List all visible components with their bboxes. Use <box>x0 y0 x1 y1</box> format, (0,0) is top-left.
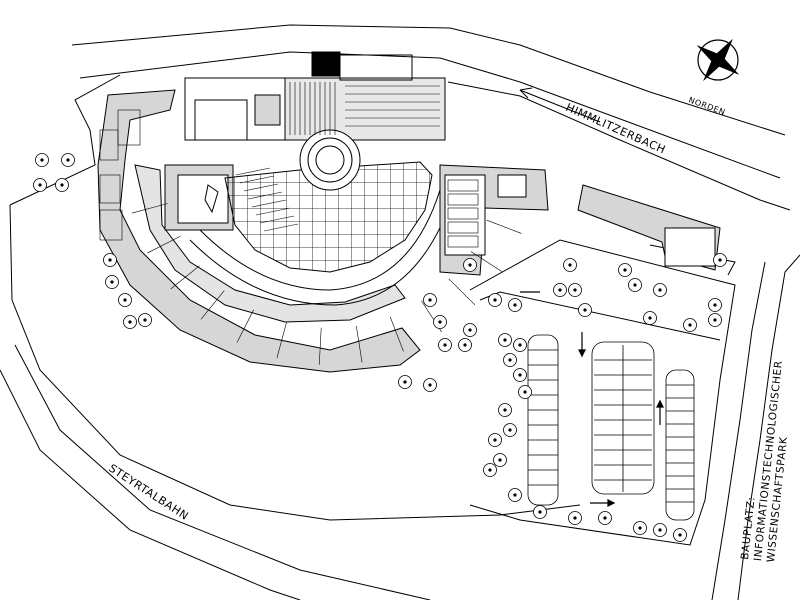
tree-icon <box>628 278 642 292</box>
tree-icon <box>553 283 567 297</box>
tree-icon <box>423 293 437 307</box>
railway-label: STEYRTALBAHN <box>106 462 191 523</box>
railway-inner-edge <box>14 344 431 600</box>
arrow-icon <box>519 87 601 123</box>
site-label: BAUPLATZ: INFORMATIONSTECHNOLOGISCHER WI… <box>739 360 790 563</box>
tree-icon <box>33 178 47 192</box>
tree-icon <box>118 293 132 307</box>
building-details <box>99 82 522 365</box>
tree-icon <box>633 521 647 535</box>
west-slope <box>9 204 581 521</box>
tree-icon <box>618 263 632 277</box>
tree-icon <box>483 463 497 477</box>
tree-icon <box>513 338 527 352</box>
tree-icon <box>463 258 477 272</box>
tree-icon <box>488 293 502 307</box>
tree-icon <box>123 315 137 329</box>
tree-icon <box>673 528 687 542</box>
rotunda <box>299 129 361 191</box>
tree-icon <box>105 275 119 289</box>
railway-outer-edge <box>0 369 301 600</box>
inner-arc-wing <box>134 164 406 323</box>
tree-icon <box>513 368 527 382</box>
tree-icon <box>508 488 522 502</box>
trees <box>33 153 727 542</box>
tree-icon <box>653 523 667 537</box>
central-grid-hall <box>224 161 433 273</box>
tree-icon <box>438 338 452 352</box>
tree-icon <box>683 318 697 332</box>
main-building <box>97 51 721 373</box>
tree-icon <box>463 323 477 337</box>
tree-icon <box>503 423 517 437</box>
tree-icon <box>563 258 577 272</box>
parking-flow-arrows <box>520 291 664 507</box>
tree-icon <box>533 505 547 519</box>
tree-icon <box>423 378 437 392</box>
tree-icon <box>653 283 667 297</box>
top-road-north-edge <box>71 24 786 136</box>
outer-ring-wing <box>97 89 421 373</box>
stream-label: HIMMLITZERBACH <box>564 101 668 157</box>
tree-icon <box>493 453 507 467</box>
tree-icon <box>508 298 522 312</box>
tree-icon <box>458 338 472 352</box>
tree-icon <box>398 375 412 389</box>
parking-area <box>527 334 695 521</box>
compass-rose-icon <box>696 38 740 82</box>
tree-icon <box>568 511 582 525</box>
tree-icon <box>713 253 727 267</box>
tree-icon <box>568 283 582 297</box>
tree-icon <box>498 403 512 417</box>
tree-icon <box>488 433 502 447</box>
tree-icon <box>578 303 592 317</box>
stream-bank <box>447 81 791 211</box>
top-road-south-edge <box>79 51 781 179</box>
tree-icon <box>138 313 152 327</box>
parking-perimeter <box>469 239 736 546</box>
tree-icon <box>61 153 75 167</box>
tree-icon <box>643 311 657 325</box>
west-boundary <box>9 74 121 206</box>
tree-icon <box>35 153 49 167</box>
tree-icon <box>103 253 117 267</box>
tree-icon <box>708 313 722 327</box>
tree-icon <box>55 178 69 192</box>
tree-icon <box>518 385 532 399</box>
tree-icon <box>498 333 512 347</box>
east-road-west-edge <box>711 261 766 600</box>
tree-icon <box>503 353 517 367</box>
east-road-east-edge <box>737 254 800 600</box>
tree-icon <box>598 511 612 525</box>
tree-icon <box>708 298 722 312</box>
tree-icon <box>433 315 447 329</box>
auditorium-block <box>284 77 446 141</box>
